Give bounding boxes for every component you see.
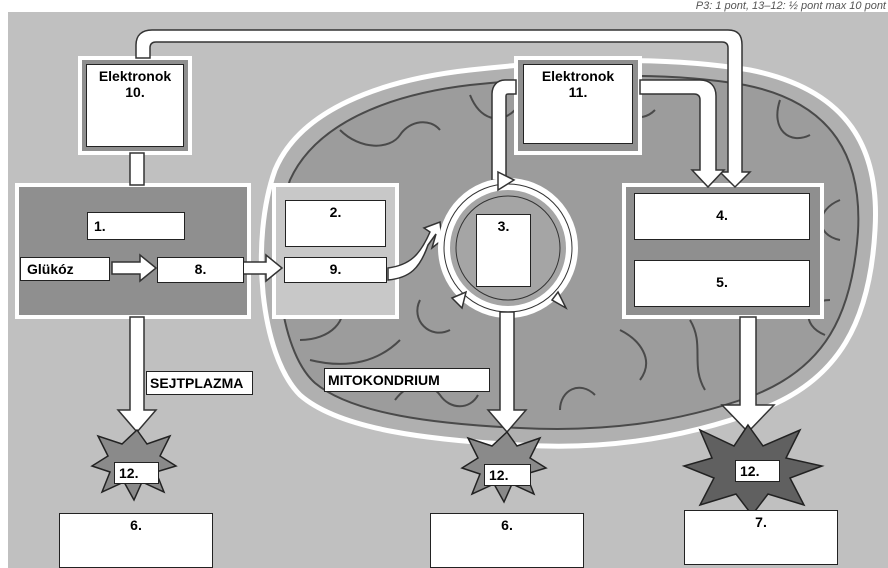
energy-12-mid[interactable]: 12. — [484, 464, 531, 486]
electrons-11-number: 11. — [568, 84, 588, 100]
electrons-10-number: 10. — [125, 84, 145, 100]
box-6-left[interactable]: 6. — [59, 513, 213, 568]
electrons-10-title: Elektronok — [98, 68, 172, 84]
energy-12-right-label: 12. — [740, 463, 760, 479]
box-6-mid[interactable]: 6. — [430, 513, 584, 568]
box-8[interactable]: 8. — [157, 257, 244, 283]
cycle-arrowhead-top — [497, 170, 516, 192]
energy-12-mid-label: 12. — [489, 467, 509, 483]
electrons-left-connector — [129, 152, 145, 186]
glucose-arrow — [111, 253, 158, 283]
box-1[interactable]: 1. — [87, 212, 185, 240]
energy-12-left-label: 12. — [119, 465, 139, 481]
krebs-ring-inner-outline — [455, 195, 561, 301]
glucose-label: Glükóz — [27, 261, 74, 277]
acetyl-arrow — [387, 220, 443, 281]
mitochondrion-label: MITOKONDRIUM — [328, 372, 440, 388]
energy-12-right[interactable]: 12. — [735, 460, 780, 482]
mitochondrion-label-box: MITOKONDRIUM — [324, 368, 490, 392]
box-6-mid-label: 6. — [501, 517, 513, 533]
cytoplasm-panel — [15, 183, 251, 319]
glucose-box: Glükóz — [20, 257, 110, 281]
box-9[interactable]: 9. — [284, 257, 387, 283]
box-4-label: 4. — [716, 207, 728, 223]
electrons-right-arrows — [491, 79, 726, 189]
box-2[interactable]: 2. — [285, 200, 386, 247]
box-8-label: 8. — [194, 261, 207, 277]
cytoplasm-label: SEJTPLAZMA — [150, 375, 244, 391]
box-2-label: 2. — [329, 204, 342, 220]
down-arrows — [116, 311, 776, 434]
box-9-label: 9. — [329, 261, 342, 277]
box-1-label: 1. — [94, 218, 106, 234]
box-7-label: 7. — [755, 514, 767, 530]
electrons-10-box[interactable]: Elektronok 10. — [86, 64, 184, 147]
pyruvate-arrow — [241, 253, 284, 283]
electron-transfer-arrow — [135, 29, 752, 189]
energy-12-left[interactable]: 12. — [114, 462, 159, 484]
electrons-11-title: Elektronok — [541, 68, 615, 84]
electrons-11-box[interactable]: Elektronok 11. — [523, 64, 633, 144]
box-7[interactable]: 7. — [684, 510, 838, 565]
cytoplasm-label-box: SEJTPLAZMA — [146, 371, 253, 395]
box-5-label: 5. — [716, 274, 728, 290]
box-5[interactable]: 5. — [634, 260, 810, 307]
box-6-left-label: 6. — [130, 517, 142, 533]
cycle-arrowhead-left — [450, 290, 468, 310]
box-4[interactable]: 4. — [634, 193, 810, 240]
cycle-arrowhead-right — [550, 290, 568, 310]
scoring-note: P3: 1 pont, 13–12: ½ pont max 10 pont — [695, 0, 886, 12]
box-3[interactable]: 3. — [476, 214, 531, 287]
box-3-label: 3. — [497, 218, 510, 234]
